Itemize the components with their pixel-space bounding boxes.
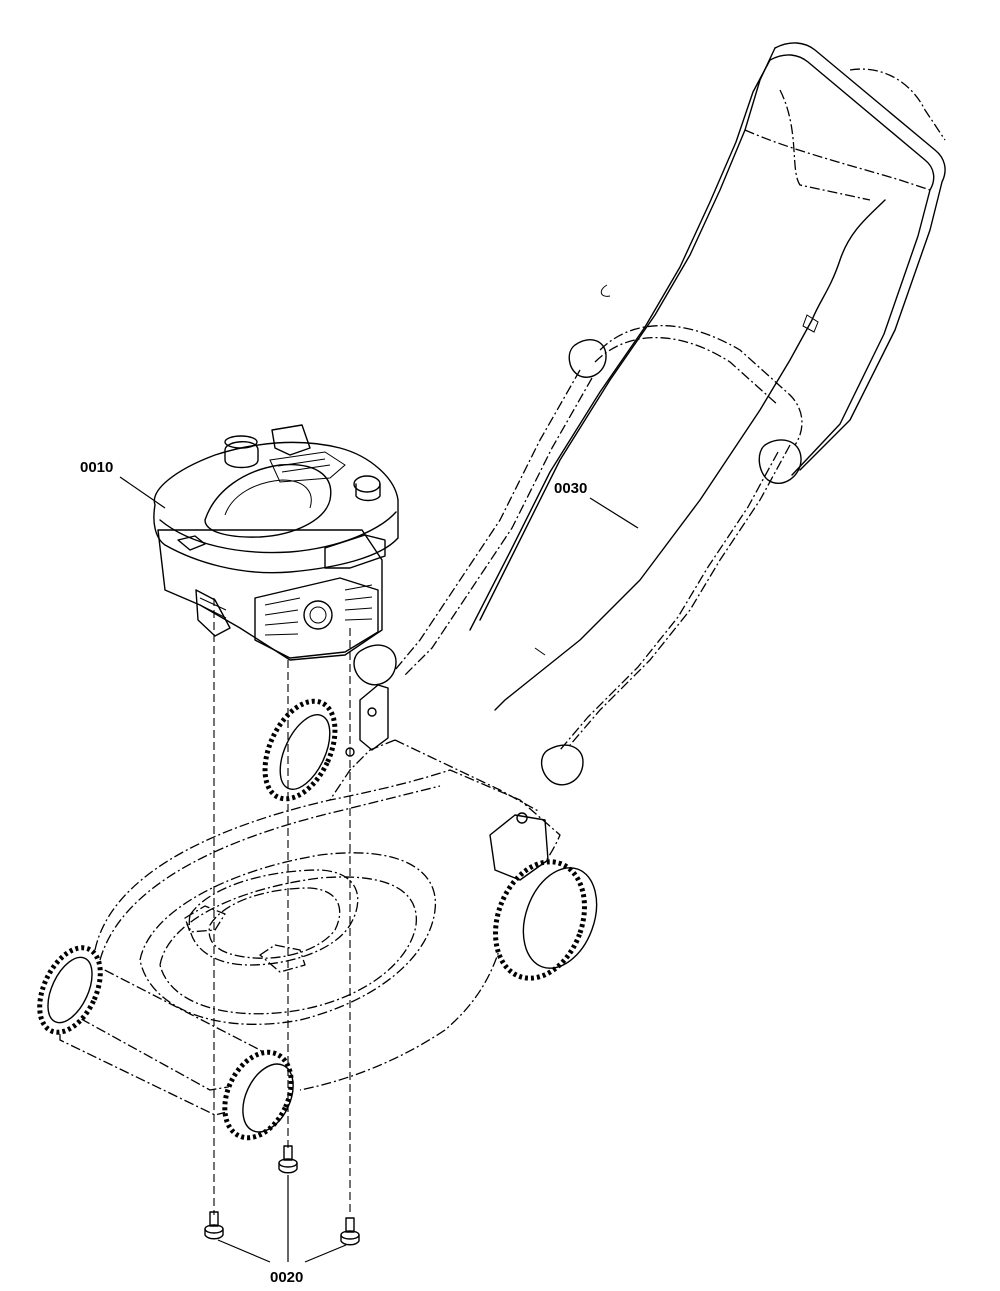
callout-label-engine: 0010 xyxy=(80,459,113,476)
upper-handle xyxy=(469,42,946,631)
callout-engine: 0010 xyxy=(80,459,166,509)
lower-handle xyxy=(394,324,803,751)
front-right-wheel xyxy=(493,859,598,981)
bolt-3 xyxy=(340,1217,360,1246)
alignment-lines xyxy=(213,598,351,1215)
bolt-1 xyxy=(204,1211,224,1240)
callout-label-cable: 0030 xyxy=(554,480,587,497)
front-left-wheel xyxy=(262,698,338,802)
bolt-2 xyxy=(278,1145,298,1174)
control-cable xyxy=(494,199,886,711)
rear-left-wheel xyxy=(37,945,103,1035)
mower-deck xyxy=(94,739,561,1091)
mounting-bolts xyxy=(204,1145,360,1246)
rear-right-wheel xyxy=(222,1049,294,1141)
callout-bolts: 0020 xyxy=(217,1175,347,1286)
handle-knobs xyxy=(353,339,802,786)
callout-label-bolts: 0020 xyxy=(270,1269,303,1286)
callout-cable: 0030 xyxy=(554,480,639,529)
height-adjuster-front xyxy=(489,812,549,881)
engine xyxy=(153,424,399,661)
